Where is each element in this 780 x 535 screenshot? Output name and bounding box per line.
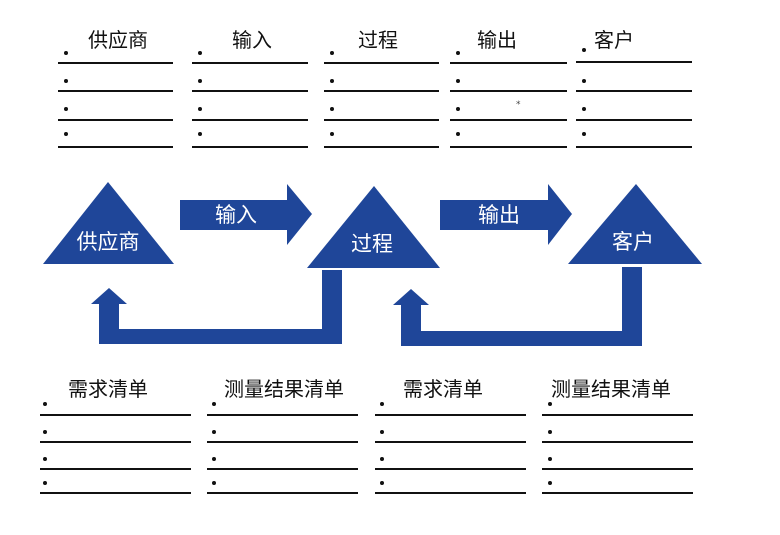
bullet — [43, 481, 47, 485]
blank-line — [58, 146, 173, 148]
blank-line — [450, 62, 567, 64]
column-title-process: 过程 — [358, 28, 398, 52]
blank-line — [324, 90, 439, 92]
blank-line — [542, 468, 693, 470]
blank-line — [375, 441, 526, 443]
input-arrow — [180, 184, 312, 245]
bullet — [380, 457, 384, 461]
column-title-supplier: 供应商 — [88, 28, 148, 52]
bullet — [582, 107, 586, 111]
blank-line — [375, 414, 526, 416]
bullet — [43, 402, 47, 406]
blank-line — [576, 146, 692, 148]
customer-triangle — [568, 184, 702, 264]
bullet — [64, 79, 68, 83]
blank-line — [40, 414, 191, 416]
bullet — [456, 107, 460, 111]
blank-line — [542, 414, 693, 416]
column-title-measurements: 测量结果清单 — [224, 377, 344, 401]
output-arrow — [440, 184, 572, 245]
column-title-output: 输出 — [477, 28, 517, 52]
column-title-requirements: 需求清单 — [403, 377, 483, 401]
blank-line — [576, 90, 692, 92]
blank-line — [192, 62, 308, 64]
blank-line — [207, 492, 358, 494]
bullet — [198, 79, 202, 83]
bullet — [330, 51, 334, 55]
bullet — [582, 79, 586, 83]
input-label: 输入 — [215, 203, 257, 227]
bullet — [582, 48, 586, 52]
bullet — [43, 457, 47, 461]
blank-line — [324, 62, 439, 64]
blank-line — [576, 61, 692, 63]
bullet — [198, 51, 202, 55]
blank-line — [450, 119, 567, 121]
column-title-input: 输入 — [232, 28, 272, 52]
blank-line — [324, 119, 439, 121]
output-label: 输出 — [478, 203, 520, 227]
blank-line — [58, 119, 173, 121]
blank-line — [207, 468, 358, 470]
bullet — [548, 457, 552, 461]
blank-line — [40, 468, 191, 470]
bullet — [548, 481, 552, 485]
feedback-arrow-to-process — [393, 267, 642, 346]
bullet — [380, 481, 384, 485]
asterisk-mark: * — [516, 100, 521, 110]
blank-line — [192, 90, 308, 92]
blank-line — [375, 492, 526, 494]
blank-line — [40, 492, 191, 494]
bullet — [330, 132, 334, 136]
blank-line — [576, 119, 692, 121]
blank-line — [58, 62, 173, 64]
bullet — [212, 430, 216, 434]
blank-line — [192, 119, 308, 121]
bullet — [64, 132, 68, 136]
blank-line — [207, 414, 358, 416]
bullet — [456, 79, 460, 83]
blank-line — [40, 441, 191, 443]
bullet — [198, 132, 202, 136]
supplier-triangle — [43, 182, 174, 264]
blank-line — [542, 492, 693, 494]
bullet — [198, 107, 202, 111]
bullet — [64, 107, 68, 111]
blank-line — [375, 468, 526, 470]
bullet — [582, 132, 586, 136]
customer-label: 客户 — [612, 230, 654, 254]
column-title-measurements: 测量结果清单 — [551, 377, 671, 401]
process-triangle — [307, 186, 440, 268]
bullet — [212, 481, 216, 485]
blank-line — [542, 441, 693, 443]
column-title-requirements: 需求清单 — [68, 377, 148, 401]
blank-line — [324, 146, 439, 148]
bullet — [548, 402, 552, 406]
supplier-label: 供应商 — [77, 230, 140, 254]
blank-line — [450, 90, 567, 92]
blank-line — [192, 146, 308, 148]
blank-line — [58, 90, 173, 92]
bullet — [212, 402, 216, 406]
process-label: 过程 — [351, 232, 393, 256]
bullet — [380, 402, 384, 406]
bullet — [456, 51, 460, 55]
blank-line — [207, 441, 358, 443]
feedback-arrow-to-supplier — [91, 270, 342, 344]
bullet — [212, 457, 216, 461]
blank-line — [450, 146, 567, 148]
bullet — [330, 107, 334, 111]
bullet — [43, 430, 47, 434]
bullet — [380, 430, 384, 434]
bullet — [548, 430, 552, 434]
column-title-customer: 客户 — [594, 28, 634, 52]
bullet — [456, 132, 460, 136]
bullet — [64, 51, 68, 55]
bullet — [330, 79, 334, 83]
